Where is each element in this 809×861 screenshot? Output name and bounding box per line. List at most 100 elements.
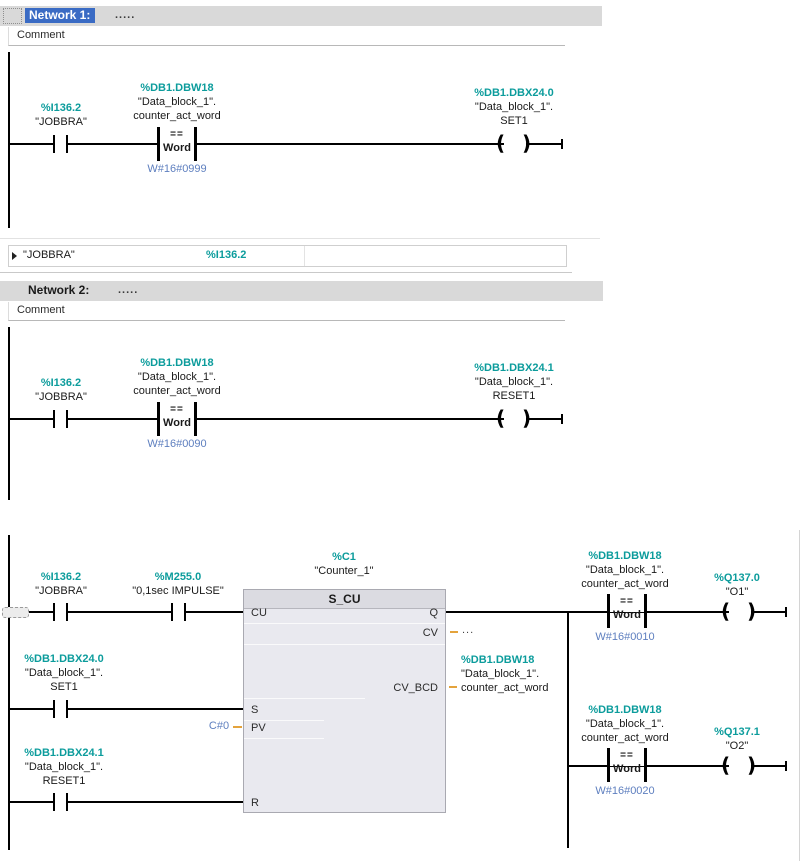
b2-compare-name2-label[interactable]: counter_act_word [581, 732, 669, 744]
n2-compare-value-label[interactable]: W#16#0090 [147, 438, 207, 450]
n1-contact-address-label[interactable]: %I136.2 [40, 102, 82, 114]
b2-coil[interactable] [721, 754, 757, 780]
pin-r[interactable]: R [251, 797, 259, 809]
network1-title-dots[interactable]: ..... [115, 9, 136, 21]
n2-contact[interactable] [53, 410, 68, 428]
pin-s[interactable]: S [251, 704, 259, 716]
network1-comment-box[interactable]: Comment [8, 27, 565, 46]
b2-compare-value-label[interactable]: W#16#0020 [595, 785, 655, 797]
n1-compare-name2-label[interactable]: counter_act_word [133, 110, 221, 122]
n2-coil[interactable] [496, 407, 532, 433]
s-contact-name2-label[interactable]: SET1 [50, 681, 78, 693]
network1-header-bar[interactable]: Network 1: ..... [0, 6, 602, 26]
counter-address-label[interactable]: %C1 [332, 551, 356, 563]
n3-contact2-name-label[interactable]: "0,1sec IMPULSE" [132, 585, 224, 597]
pin-cu[interactable]: CU [251, 607, 267, 619]
network2-comment-box[interactable]: Comment [8, 302, 565, 321]
n3-contact1-address-label[interactable]: %I136.2 [40, 571, 82, 583]
cv-connector-dash [450, 631, 458, 633]
n1-contact-name-label[interactable]: "JOBBRA" [35, 116, 87, 128]
n1-coil-name2-label[interactable]: SET1 [500, 115, 528, 127]
n2-compare-address-label[interactable]: %DB1.DBW18 [140, 357, 214, 369]
s-contact-address-label[interactable]: %DB1.DBX24.0 [24, 653, 104, 665]
pin-cv-bcd[interactable]: CV_BCD [393, 682, 438, 694]
cv-bcd-name1-label[interactable]: "Data_block_1". [461, 668, 540, 680]
n1-compare-value-label[interactable]: W#16#0999 [147, 163, 207, 175]
b1-compare-address-label[interactable]: %DB1.DBW18 [588, 550, 662, 562]
n2-compare-name2-label[interactable]: counter_act_word [133, 385, 221, 397]
n3-contact2-address-label[interactable]: %M255.0 [154, 571, 202, 583]
b2-comparator[interactable]: == Word [607, 748, 647, 782]
b1-comparator[interactable]: == Word [607, 594, 647, 628]
n1-coil-name1-label[interactable]: "Data_block_1". [474, 101, 554, 113]
n1-compare-name1-label[interactable]: "Data_block_1". [137, 96, 217, 108]
contact-gap [55, 800, 66, 804]
n1-contact[interactable] [53, 135, 68, 153]
cv-bcd-address-label[interactable]: %DB1.DBW18 [461, 654, 535, 666]
pv-value-label[interactable]: C#0 [208, 720, 230, 732]
n2-coil-address-label[interactable]: %DB1.DBX24.1 [474, 362, 554, 374]
network2-title[interactable]: Network 2: [28, 283, 90, 297]
tag-row-address[interactable]: %I136.2 [206, 249, 247, 261]
s-contact-name1-label[interactable]: "Data_block_1". [24, 667, 104, 679]
counter-block-header[interactable]: S_CU [244, 590, 445, 609]
b2-coil-address-label[interactable]: %Q137.1 [714, 726, 760, 738]
b1-compare-name2-label[interactable]: counter_act_word [581, 578, 669, 590]
b2-compare-address-label[interactable]: %DB1.DBW18 [588, 704, 662, 716]
b1-compare-value-label[interactable]: W#16#0010 [595, 631, 655, 643]
network1-collapse-box[interactable] [3, 8, 22, 24]
r-contact[interactable] [53, 793, 68, 811]
r-contact-name2-label[interactable]: RESET1 [42, 775, 86, 787]
b1-coil-address-label[interactable]: %Q137.0 [714, 572, 760, 584]
n2-contact-address-label[interactable]: %I136.2 [40, 377, 82, 389]
cv-bcd-name2-label[interactable]: counter_act_word [461, 682, 549, 694]
comparator-gap [160, 416, 194, 420]
network2-header-bar[interactable]: Network 2: ..... [0, 281, 603, 301]
b1-compare-name1-label[interactable]: "Data_block_1". [585, 564, 665, 576]
n1-compare-op: == [170, 129, 184, 140]
pin-q[interactable]: Q [429, 607, 438, 619]
n1-compare-address-label[interactable]: %DB1.DBW18 [140, 82, 214, 94]
network2-title-dots[interactable]: ..... [118, 284, 139, 296]
tag-row-name[interactable]: "JOBBRA" [23, 249, 75, 261]
n2-rung-wire [9, 418, 562, 420]
block-row-line [244, 644, 445, 645]
pin-pv[interactable]: PV [251, 722, 266, 734]
cv-value-label[interactable]: ... [462, 624, 475, 636]
tag-row-expand-icon[interactable] [12, 252, 17, 260]
n3-contact1[interactable] [53, 603, 68, 621]
contact-bar [53, 135, 55, 153]
n3-contact2[interactable] [171, 603, 186, 621]
n1-comparator[interactable]: == Word [157, 127, 197, 161]
n2-comparator[interactable]: == Word [157, 402, 197, 436]
counter-block[interactable]: S_CU CU S PV R Q CV CV_BCD [243, 589, 446, 813]
coil-paren-left [721, 753, 730, 777]
r-contact-address-label[interactable]: %DB1.DBX24.1 [24, 747, 104, 759]
n1-coil-address-label[interactable]: %DB1.DBX24.0 [474, 87, 554, 99]
n2-coil-name1-label[interactable]: "Data_block_1". [474, 376, 554, 388]
r-contact-name1-label[interactable]: "Data_block_1". [24, 761, 104, 773]
rung-selection-handle[interactable] [2, 607, 29, 618]
n2-compare-name1-label[interactable]: "Data_block_1". [137, 371, 217, 383]
s-contact[interactable] [53, 700, 68, 718]
b1-coil[interactable] [721, 600, 757, 626]
counter-name-label[interactable]: "Counter_1" [314, 565, 374, 577]
pin-cv[interactable]: CV [422, 627, 438, 639]
network1-comment[interactable]: Comment [17, 29, 65, 41]
network2-comment[interactable]: Comment [17, 304, 65, 316]
n1-rung-end-tick [561, 139, 563, 149]
b1-coil-name-label[interactable]: "O1" [725, 586, 749, 598]
tag-info-row[interactable]: "JOBBRA" %I136.2 [8, 245, 567, 267]
n1-coil[interactable] [496, 132, 532, 158]
b2-coil-name-label[interactable]: "O2" [725, 740, 749, 752]
b1-compare-datatype: Word [613, 609, 641, 621]
n3-contact1-name-label[interactable]: "JOBBRA" [35, 585, 87, 597]
coil-gap [729, 610, 751, 614]
b2-compare-name1-label[interactable]: "Data_block_1". [585, 718, 665, 730]
contact-bar [53, 410, 55, 428]
network1-title[interactable]: Network 1: [25, 8, 96, 23]
n2-coil-name2-label[interactable]: RESET1 [492, 390, 536, 402]
n2-contact-name-label[interactable]: "JOBBRA" [35, 391, 87, 403]
contact-gap [55, 417, 66, 421]
coil-paren-right [522, 406, 531, 430]
